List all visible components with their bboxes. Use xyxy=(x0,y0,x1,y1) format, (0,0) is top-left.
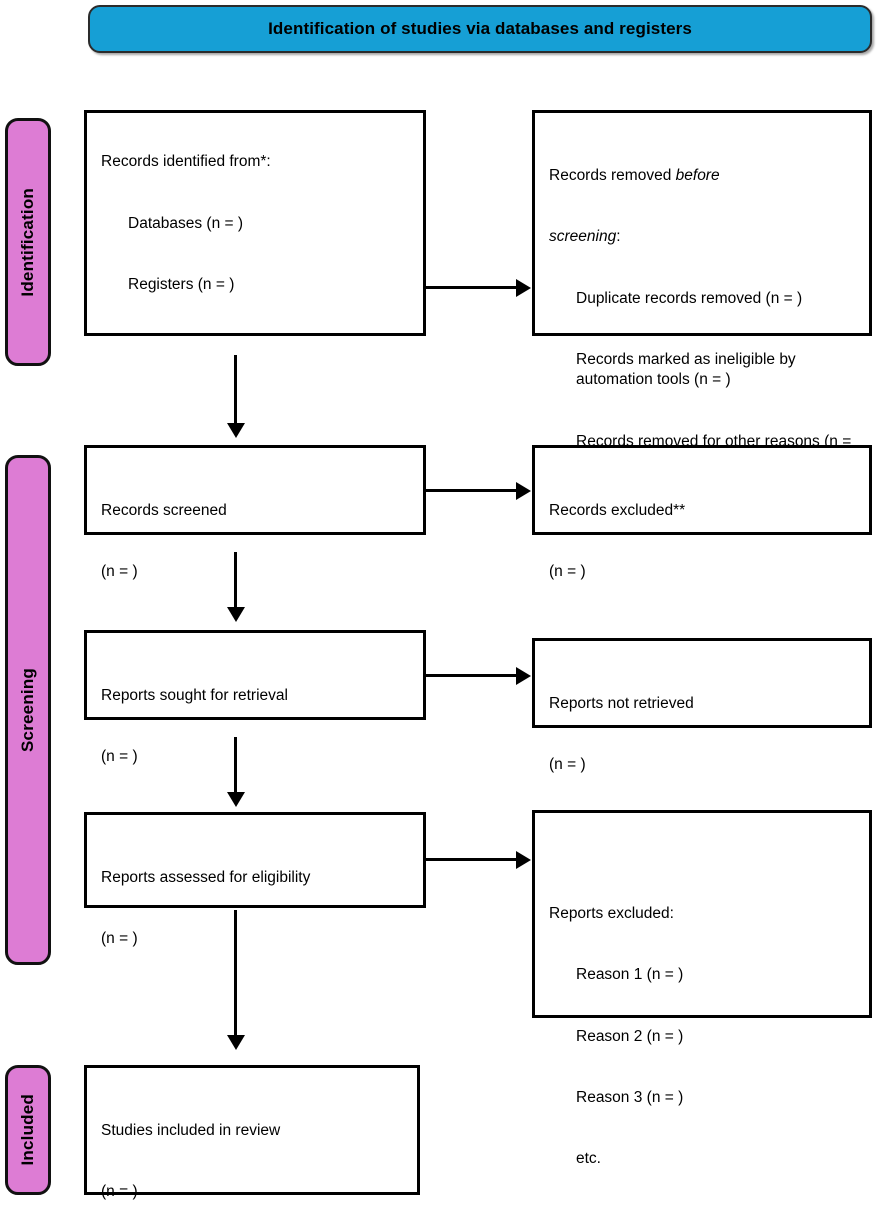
reports-assessed-line-2: (n = ) xyxy=(101,930,138,948)
reports-excluded-line-4: Reason 3 (n = ) xyxy=(576,1088,684,1106)
records-removed-line-1-text: Records removed xyxy=(549,166,676,184)
reports-assessed-line-1: Reports assessed for eligibility xyxy=(101,868,311,886)
reports-not-retrieved-line-1: Reports not retrieved xyxy=(549,694,694,712)
records-identified-line-1: Records identified from*: xyxy=(101,153,271,171)
connector-assessed-to-excluded-arrow xyxy=(516,851,531,869)
box-studies-included-content: Studies included in review (n = ) Report… xyxy=(101,1080,403,1218)
connector-sought-to-not-retrieved-arrow xyxy=(516,667,531,685)
box-records-excluded-content: Records excluded** (n = ) xyxy=(549,460,855,624)
box-records-identified-content: Records identified from*: Databases (n =… xyxy=(101,112,271,337)
studies-included-line-2: (n = ) xyxy=(101,1183,138,1201)
records-excluded-line-1: Records excluded** xyxy=(549,501,686,519)
records-screened-line-1: Records screened xyxy=(101,501,227,519)
connector-screened-to-excluded-arrow xyxy=(516,482,531,500)
connector-identified-to-screened-arrow xyxy=(227,423,245,438)
reports-sought-line-1: Reports sought for retrieval xyxy=(101,686,288,704)
records-removed-line-3: Duplicate records removed (n = ) xyxy=(576,289,803,307)
connector-screened-to-sought-line xyxy=(234,552,237,607)
box-reports-not-retrieved-content: Reports not retrieved (n = ) xyxy=(549,653,855,817)
box-reports-sought-content: Reports sought for retrieval (n = ) xyxy=(101,645,409,809)
box-records-screened: Records screened (n = ) xyxy=(84,445,426,580)
records-removed-line-2: screening: xyxy=(549,227,855,247)
box-records-screened-content: Records screened (n = ) xyxy=(101,460,409,624)
connector-identified-to-removed-arrow xyxy=(516,279,531,297)
studies-included-line-1: Studies included in review xyxy=(101,1121,281,1139)
records-removed-line-1: Records removed before xyxy=(549,166,855,186)
box-records-removed: Records removed before screening: Duplic… xyxy=(532,110,872,470)
stage-label-identification: Identification xyxy=(5,118,51,366)
stage-label-identification-text: Identification xyxy=(18,187,37,297)
records-removed-line-2-text: : xyxy=(616,228,621,246)
reports-sought-line-2: (n = ) xyxy=(101,748,138,766)
box-records-identified: Records identified from*: Databases (n =… xyxy=(84,110,426,336)
box-reports-assessed: Reports assessed for eligibility (n = ) xyxy=(84,812,426,947)
connector-identified-to-removed-line xyxy=(426,286,516,289)
records-screened-line-2: (n = ) xyxy=(101,563,138,581)
connector-sought-to-assessed-arrow xyxy=(227,792,245,807)
stage-label-screening: Screening xyxy=(5,455,51,965)
records-identified-line-3: Registers (n = ) xyxy=(128,276,235,294)
box-records-excluded: Records excluded** (n = ) xyxy=(532,445,872,580)
diagram-header-banner: Identification of studies via databases … xyxy=(88,5,872,53)
reports-excluded-line-1: Reports excluded: xyxy=(549,904,674,922)
connector-assessed-to-included-line xyxy=(234,910,237,1035)
box-reports-assessed-content: Reports assessed for eligibility (n = ) xyxy=(101,827,409,991)
connector-sought-to-not-retrieved-line xyxy=(426,674,516,677)
box-reports-excluded: Reports excluded: Reason 1 (n = ) Reason… xyxy=(532,810,872,1167)
connector-sought-to-assessed-line xyxy=(234,737,237,792)
records-removed-line-1-emph: before xyxy=(675,166,720,184)
reports-excluded-line-3: Reason 2 (n = ) xyxy=(576,1027,684,1045)
stage-label-screening-text: Screening xyxy=(18,668,37,752)
box-studies-included: Studies included in review (n = ) Report… xyxy=(84,1065,420,1200)
connector-assessed-to-included-arrow xyxy=(227,1035,245,1050)
records-excluded-line-2: (n = ) xyxy=(549,563,586,581)
diagram-header-title: Identification of studies via databases … xyxy=(268,19,692,38)
connector-screened-to-excluded-line xyxy=(426,489,516,492)
connector-assessed-to-excluded-line xyxy=(426,858,516,861)
records-removed-line-2-emph: screening xyxy=(549,228,617,246)
records-removed-line-4: Records marked as ineligible by automati… xyxy=(576,350,800,389)
reports-excluded-line-2: Reason 1 (n = ) xyxy=(576,966,684,984)
connector-identified-to-screened-line xyxy=(234,355,237,423)
connector-screened-to-sought-arrow xyxy=(227,607,245,622)
box-reports-not-retrieved: Reports not retrieved (n = ) xyxy=(532,638,872,773)
box-reports-sought: Reports sought for retrieval (n = ) xyxy=(84,630,426,765)
records-identified-line-2: Databases (n = ) xyxy=(128,214,244,232)
stage-label-included: Included xyxy=(5,1065,51,1195)
stage-label-included-text: Included xyxy=(18,1094,37,1166)
reports-excluded-line-5: etc. xyxy=(576,1150,601,1168)
box-reports-excluded-content: Reports excluded: Reason 1 (n = ) Reason… xyxy=(549,825,855,1211)
reports-not-retrieved-line-2: (n = ) xyxy=(549,756,586,774)
